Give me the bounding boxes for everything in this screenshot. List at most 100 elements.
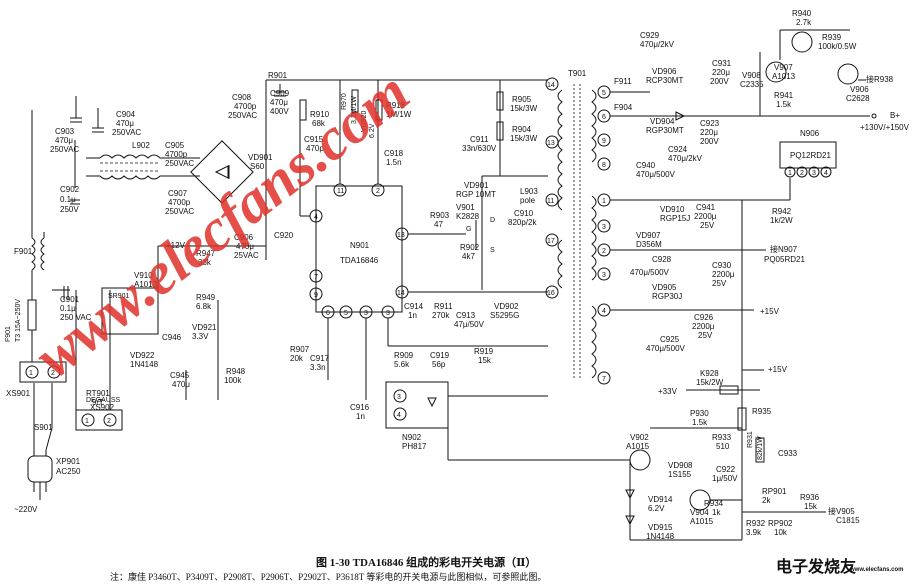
c940-val: 470μ/500V: [636, 170, 676, 179]
optocoupler-section: 3 4 N902 PH817: [385, 381, 630, 461]
c930-val: 2200μ: [712, 270, 735, 279]
vd915-label: VD915: [648, 523, 673, 532]
r910-label: R910: [310, 110, 330, 119]
r947-val: 33k: [198, 258, 212, 267]
r970-label: R970: [341, 93, 348, 110]
socket-xs901-label: XS901: [6, 389, 31, 398]
r941-val: 1.5k: [776, 100, 792, 109]
c905-val: 4700p: [165, 150, 188, 159]
c931-label: C931: [712, 59, 732, 68]
svg-text:4: 4: [824, 170, 828, 177]
c902-label: C902: [60, 185, 80, 194]
svg-text:3: 3: [812, 170, 816, 177]
c925-val: 470μ/500V: [646, 344, 686, 353]
r919-label: R919: [474, 347, 494, 356]
plug-spec: AC250: [56, 467, 81, 476]
r902-val: 4k7: [462, 252, 475, 261]
svg-text:16: 16: [547, 290, 555, 297]
svg-text:11: 11: [337, 188, 344, 195]
r970-val: 3.3M/1W: [351, 96, 358, 124]
svg-text:D: D: [490, 217, 495, 224]
p930-val: 1.5k: [692, 418, 708, 427]
c924-val: 470μ/2kV: [668, 154, 703, 163]
r932-val: 3.9k: [746, 528, 762, 537]
r903-label: R903: [430, 211, 450, 220]
fuse-f901: [27, 299, 37, 331]
c918-val: 1.5n: [386, 158, 402, 167]
vd902-label: VD902: [494, 302, 519, 311]
l902-coil-bottom: [99, 175, 161, 180]
c904-label: C904: [116, 110, 136, 119]
r901-label: R901: [268, 71, 288, 80]
c909-val: 470μ: [270, 98, 288, 107]
rt901-spec: 9/T: [92, 398, 104, 407]
ic-n901: [315, 185, 403, 313]
svg-text:17: 17: [547, 238, 555, 245]
rp901-label: RP901: [762, 487, 787, 496]
n902-part: PH817: [402, 442, 427, 451]
c905-label: C905: [165, 141, 185, 150]
site-logo: 电子发烧友 www.elecfans.com: [776, 557, 903, 576]
svg-text:5: 5: [344, 310, 348, 317]
r931-val: 82k/1W: [757, 436, 764, 460]
r936-label: R936: [800, 493, 820, 502]
r909-val: 5.6k: [394, 360, 410, 369]
rp901-val: 2k: [762, 496, 771, 505]
n906-label: N906: [800, 129, 820, 138]
r948-val: 100k: [224, 376, 242, 385]
r935-label: R935: [752, 407, 772, 416]
svg-text:G: G: [466, 226, 471, 233]
k928-label: K928: [700, 369, 719, 378]
svg-text:1: 1: [788, 170, 792, 177]
f904-label: F904: [614, 103, 633, 112]
c919-label: C919: [430, 351, 450, 360]
c901-label: C901: [60, 295, 80, 304]
c922-val: 1μ/50V: [712, 474, 738, 483]
plug-label: XP901: [56, 457, 81, 466]
svg-text:4: 4: [314, 214, 318, 221]
svg-text:7: 7: [314, 274, 318, 281]
c914-label: C914: [404, 302, 424, 311]
vd910-label: VD910: [660, 205, 685, 214]
r911-label: R911: [434, 302, 453, 311]
rt901-label: RT901: [86, 389, 110, 398]
mains-label: ~220V: [14, 505, 38, 514]
c941-label: C941: [696, 203, 716, 212]
r904-val: 15k/3W: [510, 134, 538, 143]
vd920-val: 6.2V: [369, 123, 376, 138]
c913-label: C913: [456, 311, 476, 320]
svg-text:13: 13: [547, 140, 555, 147]
l902-label: L902: [132, 141, 150, 150]
vd907-part: D356M: [636, 240, 662, 249]
svg-text:3: 3: [364, 310, 368, 317]
v904-label: V904: [690, 508, 709, 517]
vd921-val: 3.3V: [192, 332, 209, 341]
v908-label: V908: [742, 71, 761, 80]
c926-volt: 25V: [698, 331, 713, 340]
c909-volt: 400V: [270, 107, 289, 116]
c930-volt: 25V: [712, 279, 727, 288]
vd910-part: RGP15J: [660, 214, 690, 223]
c915-val: 470p: [306, 144, 324, 153]
v902-part: A1015: [626, 442, 650, 451]
mains-input-section: XP901 AC250 ~220V S901 1 2 XS901 F901 T3…: [5, 96, 200, 514]
logo-en: www.elecfans.com: [849, 567, 903, 573]
to-n907-label: 接N907: [770, 244, 798, 254]
r933-label: R933: [712, 433, 732, 442]
b-plus-val: +130V/+150V: [860, 123, 910, 132]
figure-note: 注：康佳 P3460T、P3409T、P2908T、P2906T、P2902T、…: [110, 571, 546, 582]
l902-coil-top: [99, 154, 161, 159]
svg-text:3: 3: [602, 272, 606, 279]
r947-label: R947: [196, 249, 216, 258]
r933-val: 510: [716, 442, 730, 451]
figure-caption: 图 1-30 TDA16846 组成的彩电开关电源（Ⅱ）: [316, 555, 536, 569]
c906-label: C906: [234, 233, 254, 242]
c928-val: 470μ/500V: [630, 268, 670, 277]
bridge-spec: S60: [250, 162, 265, 171]
ic-n901-part: TDA16846: [340, 256, 379, 265]
svg-text:3: 3: [397, 394, 401, 401]
c907-val: 4700p: [168, 198, 191, 207]
c926-label: C926: [694, 313, 714, 322]
v908-part: C2335: [740, 80, 764, 89]
